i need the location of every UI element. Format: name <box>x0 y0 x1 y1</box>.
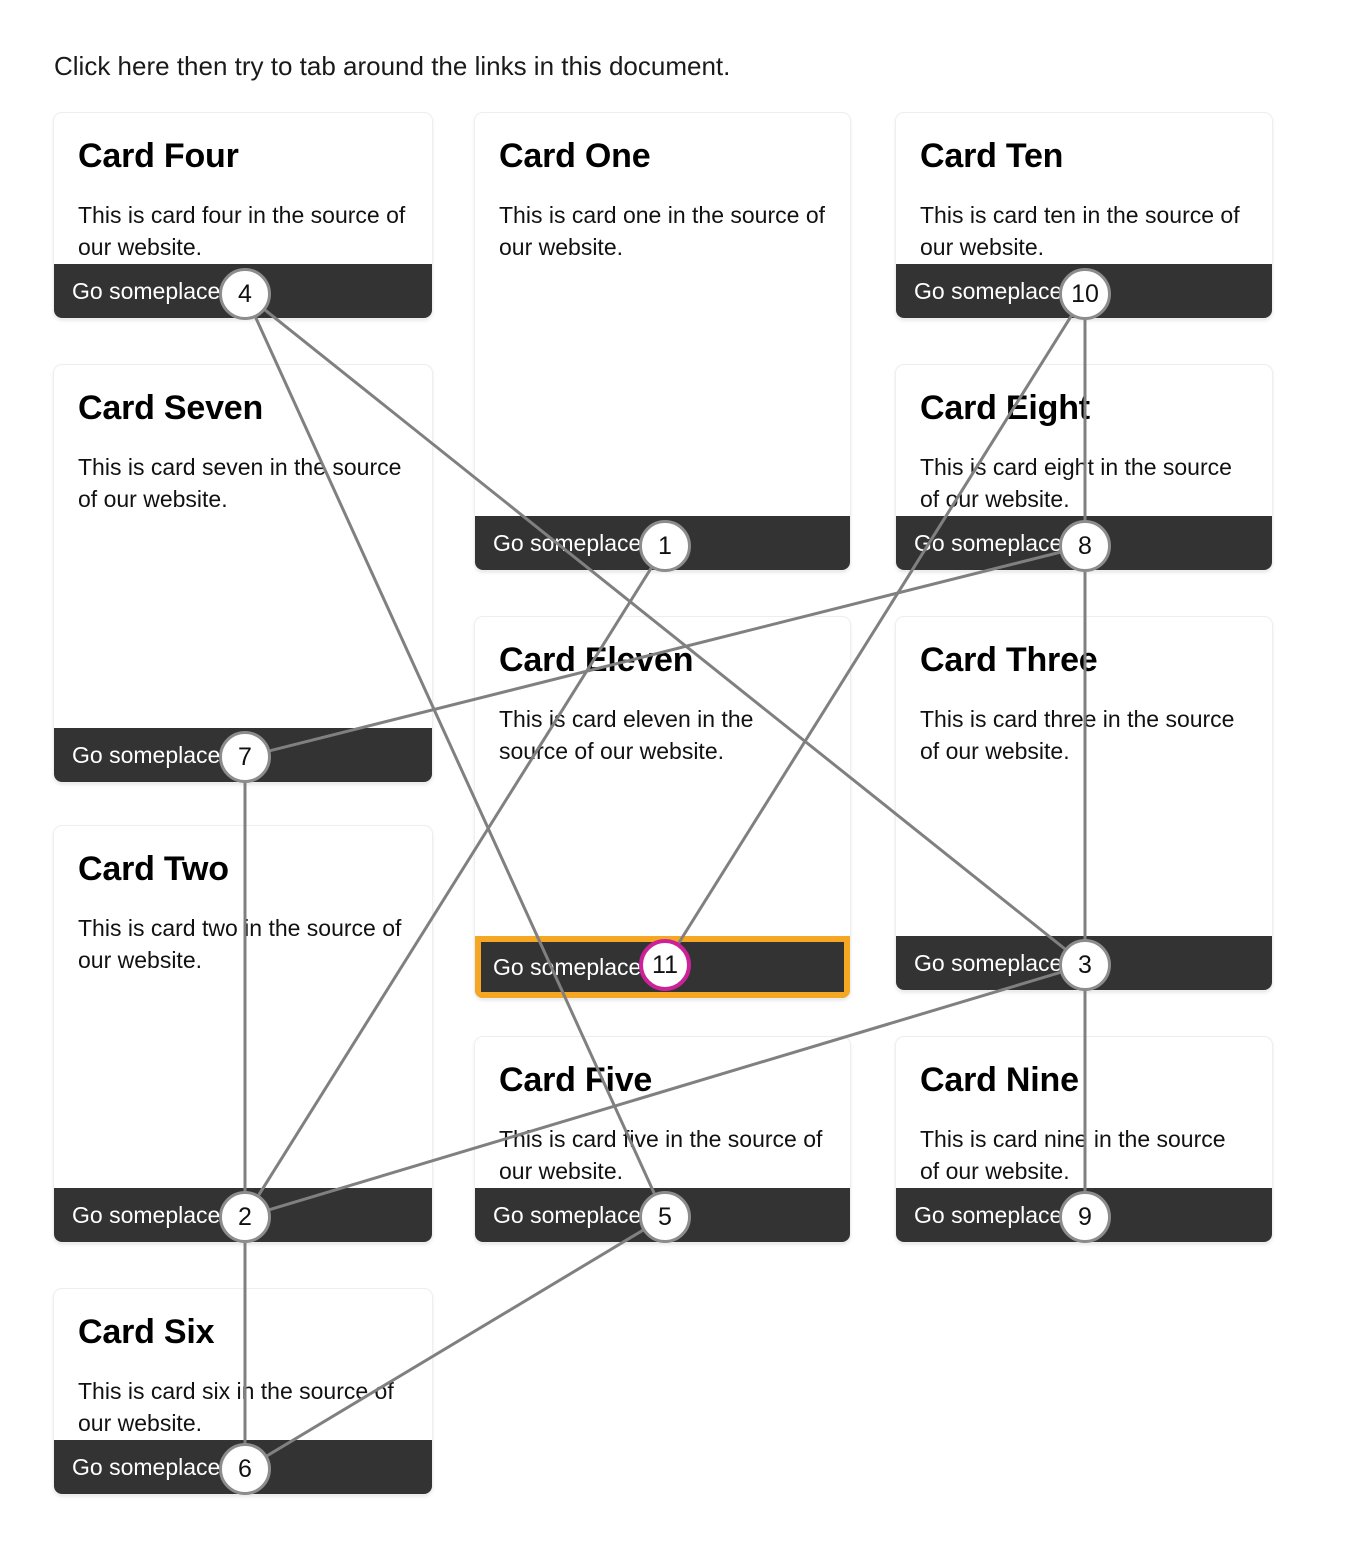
card-description: This is card five in the source of our w… <box>499 1126 823 1184</box>
card-description: This is card ten in the source of our we… <box>920 202 1240 260</box>
card-description: This is card seven in the source of our … <box>78 454 402 512</box>
card-spacer <box>54 515 432 728</box>
tab-order-marker-4: 4 <box>219 268 271 320</box>
tab-order-marker-8: 8 <box>1059 520 1111 572</box>
card-description: This is card one in the source of our we… <box>499 202 825 260</box>
card-title: Card Eleven <box>499 641 694 679</box>
card-title: Card Nine <box>920 1061 1079 1099</box>
card-title: Card Two <box>78 850 229 888</box>
tab-order-marker-2: 2 <box>219 1191 271 1243</box>
tab-order-marker-9: 9 <box>1059 1191 1111 1243</box>
card-title: Card One <box>499 137 651 175</box>
tab-order-marker-1: 1 <box>639 520 691 572</box>
card-description: This is card two in the source of our we… <box>78 915 402 973</box>
card-title: Card Three <box>920 641 1098 679</box>
card-spacer <box>475 263 850 516</box>
card-description: This is card eleven in the source of our… <box>499 706 754 764</box>
card-title: Card Four <box>78 137 239 175</box>
tab-order-marker-7: 7 <box>219 731 271 783</box>
card-description: This is card nine in the source of our w… <box>920 1126 1226 1184</box>
card-title: Card Six <box>78 1313 215 1351</box>
card-spacer <box>54 976 432 1188</box>
card-title: Card Eight <box>920 389 1090 427</box>
card-spacer <box>475 767 850 936</box>
tab-order-marker-3: 3 <box>1059 939 1111 991</box>
tab-order-marker-5: 5 <box>639 1191 691 1243</box>
tab-order-marker-10: 10 <box>1059 268 1111 320</box>
page-intro-text: Click here then try to tab around the li… <box>54 51 731 81</box>
card-description: This is card four in the source of our w… <box>78 202 406 260</box>
card-title: Card Five <box>499 1061 653 1099</box>
card-description: This is card three in the source of our … <box>920 706 1235 764</box>
card-title: Card Ten <box>920 137 1064 175</box>
card-description: This is card six in the source of our we… <box>78 1378 394 1436</box>
tab-order-marker-6: 6 <box>219 1443 271 1495</box>
card-spacer <box>896 767 1272 936</box>
card-description: This is card eight in the source of our … <box>920 454 1232 512</box>
tab-order-marker-11: 11 <box>639 939 691 991</box>
card-title: Card Seven <box>78 389 264 427</box>
